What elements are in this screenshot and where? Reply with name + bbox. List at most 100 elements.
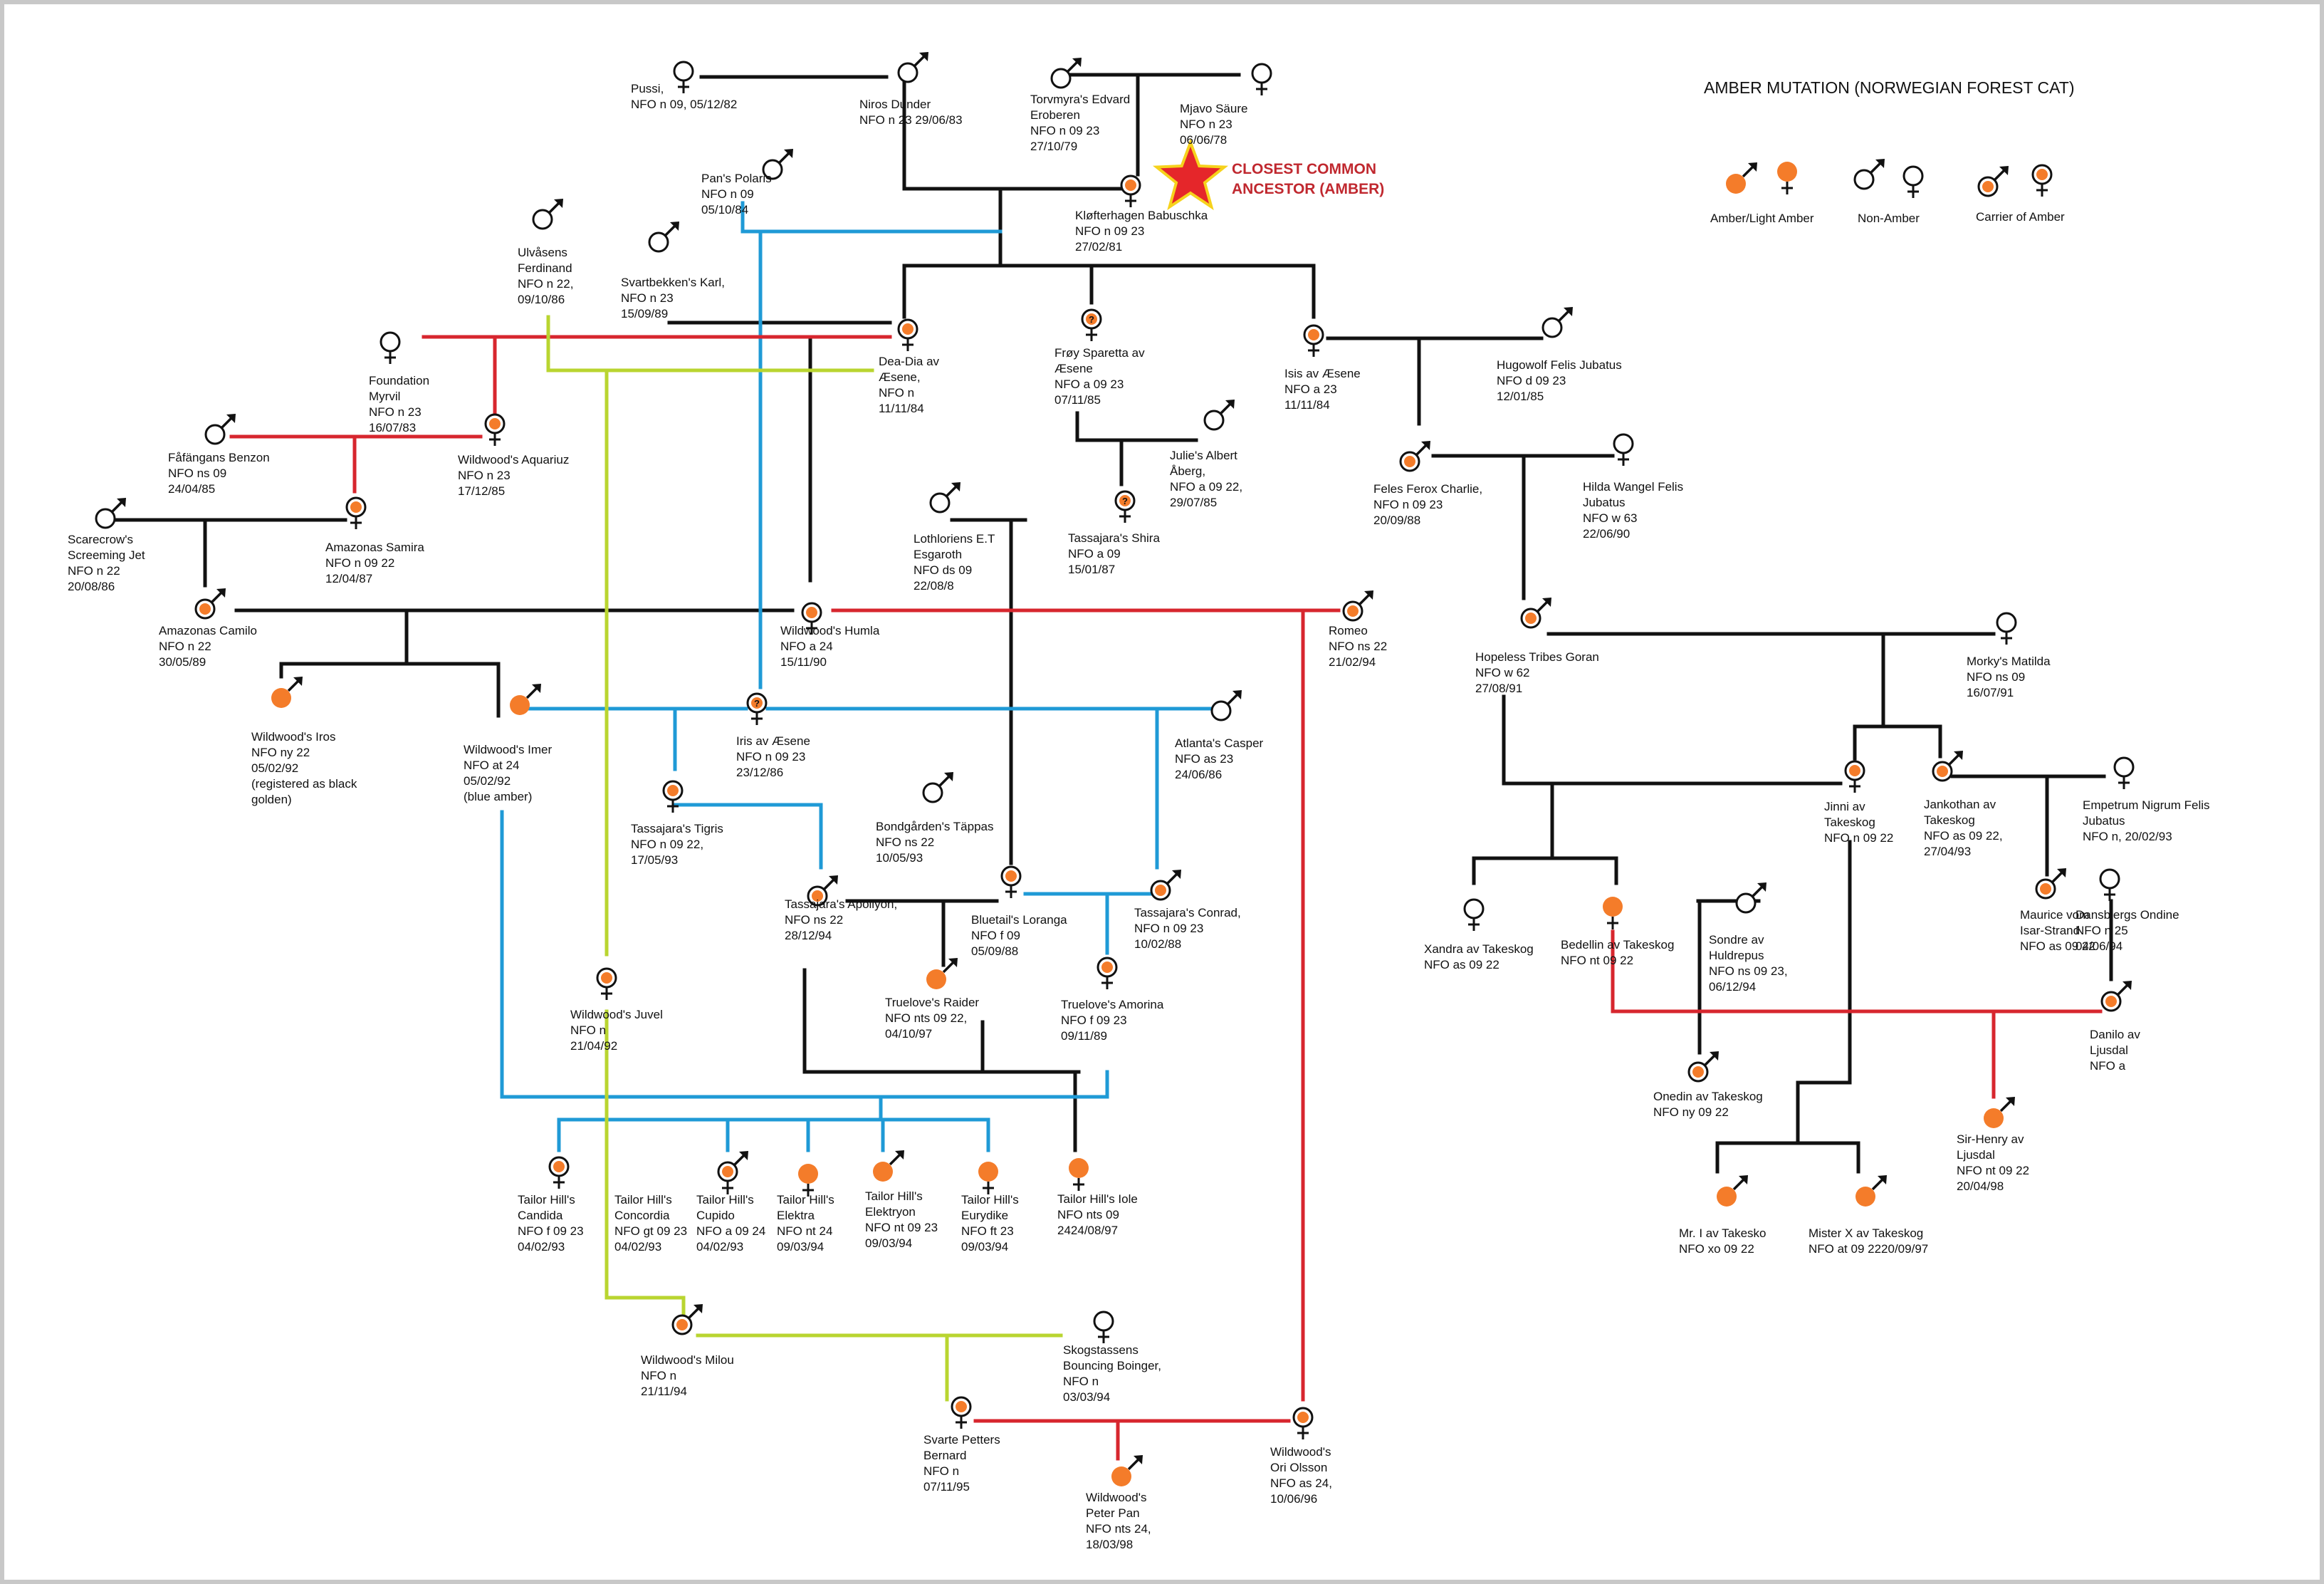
cat-imer-line: 05/02/92 xyxy=(464,774,511,788)
cat-pans-symbol-male-arrow-head xyxy=(784,149,793,158)
cat-isis-line: NFO a 23 xyxy=(1284,382,1337,396)
cat-orjolsson-line: NFO as 24, xyxy=(1270,1476,1332,1490)
cat-orjolsson-line: 10/06/96 xyxy=(1270,1492,1317,1506)
cat-cupido-line: Cupido xyxy=(696,1209,735,1222)
cat-feles-symbol-male-arrow-head xyxy=(1421,441,1430,450)
cat-deadia-symbol-carrier-dot xyxy=(902,323,914,335)
cat-elektra-line: NFO nt 24 xyxy=(777,1224,832,1238)
cat-sirhenry-line: Sir-Henry av xyxy=(1957,1132,2024,1146)
cat-lothloriens-line: Lothloriens E.T xyxy=(914,532,995,546)
cat-myrvil-symbol-circle xyxy=(380,331,401,353)
cat-tappas-line: 10/05/93 xyxy=(876,851,923,865)
cat-humla-line: Wildwood's Humla xyxy=(780,624,880,637)
cat-conrad-symbol-carrier-dot xyxy=(1155,885,1166,896)
cat-ulvasens-line: Ferdinand xyxy=(518,261,572,275)
cat-niros-line: NFO n 23 29/06/83 xyxy=(859,113,963,127)
cat-candida-symbol-carrier-dot xyxy=(553,1161,565,1172)
cat-pussi-line: NFO n 09, 05/12/82 xyxy=(631,98,737,111)
cat-fafangans-line: 24/04/85 xyxy=(168,482,215,496)
cat-shira-line: Tassajara's Shira xyxy=(1068,531,1160,545)
cat-jinni-symbol-carrier-dot xyxy=(1849,765,1860,776)
cat-milou-symbol-male-arrow-head xyxy=(693,1304,703,1313)
cat-orjolsson-symbol-carrier-dot xyxy=(1297,1412,1309,1423)
cat-camilo-symbol-male-arrow-head xyxy=(216,588,226,598)
cat-iris-line: Iris av Æsene xyxy=(736,734,810,748)
cat-imer-line: NFO at 24 xyxy=(464,759,519,772)
closest-ancestor-label-1: CLOSEST COMMON xyxy=(1232,161,1376,177)
cat-juvel-symbol-carrier-dot xyxy=(601,972,612,984)
cat-morkys-line: 16/07/91 xyxy=(1967,686,2014,699)
cat-goran-line: NFO w 62 xyxy=(1475,666,1530,679)
cat-svarte-symbol-carrier-dot xyxy=(956,1401,967,1412)
closest-ancestor-label-2: ANCESTOR (AMBER) xyxy=(1232,181,1384,197)
cat-scarecrow-line: 20/08/86 xyxy=(68,580,115,593)
cat-peterpan-symbol-circle xyxy=(1111,1466,1131,1486)
cat-raider-symbol-circle xyxy=(926,969,946,989)
cat-julies-line: Julie's Albert xyxy=(1170,449,1237,462)
cat-ondine-line: NFO n 25 xyxy=(2076,924,2128,937)
cat-danilo-symbol-male-arrow-head xyxy=(2123,981,2132,990)
cat-lothloriens-symbol-circle xyxy=(929,492,951,514)
cat-niros-line: Niros Dunder xyxy=(859,98,931,111)
cat-eurydike-line: Eurydike xyxy=(961,1209,1008,1222)
cat-loranga-line: 05/09/88 xyxy=(971,944,1018,958)
cat-tappas-symbol-circle xyxy=(922,782,943,803)
legend-non-female-circle xyxy=(1902,165,1924,187)
cat-iris-symbol-carrier-dot xyxy=(751,697,763,709)
cat-myrvil-line: Foundation xyxy=(369,374,429,387)
cat-iris-line: NFO n 09 23 xyxy=(736,750,805,764)
cat-julies-line: NFO a 09 22, xyxy=(1170,480,1242,494)
cat-pussi-label: Pussi,NFO n 09, 05/12/82 xyxy=(631,82,737,111)
cat-misterx-line: NFO at 09 2220/09/97 xyxy=(1809,1242,1928,1256)
cat-hilda-line: Hilda Wangel Felis xyxy=(1583,480,1683,494)
cat-skogstassens-line: Bouncing Boinger, xyxy=(1063,1359,1161,1372)
cat-xandra-line: NFO as 09 22 xyxy=(1424,958,1499,971)
cat-milou-line: 21/11/94 xyxy=(641,1385,687,1398)
cat-camilo-line: NFO n 22 xyxy=(159,640,211,653)
cat-juvel-line: Wildwood's Juvel xyxy=(570,1008,663,1021)
cat-danilo-symbol-carrier-dot xyxy=(2105,996,2117,1007)
cat-scarecrow-line: Scarecrow's xyxy=(68,533,133,546)
cat-svartbekken-symbol-male-arrow-head xyxy=(670,222,679,231)
cat-raider-line: 04/10/97 xyxy=(885,1027,932,1041)
cat-elektra-line: Tailor Hill's xyxy=(777,1193,834,1207)
cat-candida-line: Tailor Hill's xyxy=(518,1193,575,1207)
cat-feles-line: Feles Ferox Charlie, xyxy=(1373,482,1482,496)
cat-pussi-symbol-circle xyxy=(673,61,694,82)
cat-mri-line: NFO xo 09 22 xyxy=(1679,1242,1754,1256)
cat-iole-line: NFO nts 09 xyxy=(1057,1208,1119,1221)
cat-julies-line: 29/07/85 xyxy=(1170,496,1217,509)
